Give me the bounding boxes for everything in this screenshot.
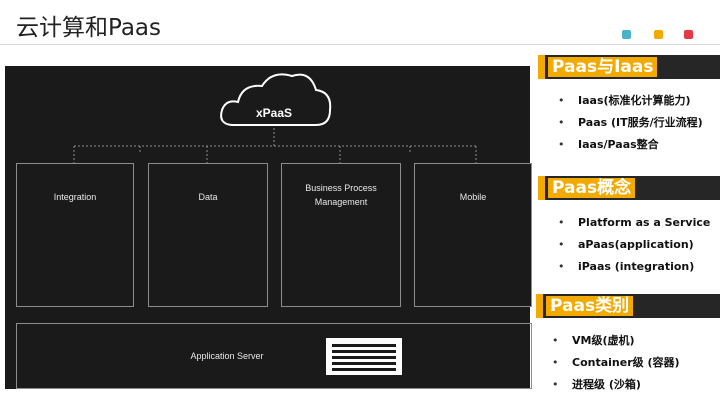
box-label: Mobile <box>459 192 487 202</box>
list-item: •iPaas (integration) <box>558 260 695 273</box>
box-label: Application Server <box>190 351 264 361</box>
teal-dot <box>622 30 631 39</box>
box-label: Data <box>198 192 218 202</box>
panel-header-paas-concept: Paas概念 <box>538 176 720 200</box>
yellow-dot <box>654 30 663 39</box>
list-item: •Platform as a Service <box>558 216 711 229</box>
list-item: •Iaas(标准化计算能力) <box>558 94 691 107</box>
box-label: Integration <box>53 192 97 202</box>
panel-header-label: Paas概念 <box>548 178 636 198</box>
list-item: •Iaas/Paas整合 <box>558 138 659 151</box>
box-label: Business Process Management <box>305 183 377 207</box>
panel-list-paas-iaas: •Iaas(标准化计算能力) •Paas (IT服务/行业流程) •Iaas/P… <box>558 90 703 156</box>
list-item: •VM级(虚机) <box>552 334 635 347</box>
panel-header-paas-types: Paas类别 <box>536 294 720 318</box>
title-divider <box>0 44 720 45</box>
slide-title: 云计算和Paas <box>16 15 162 41</box>
server-rack-icon <box>326 338 402 375</box>
box-bpm: Business Process Management <box>281 163 401 307</box>
list-item: •Container级 (容器) <box>552 356 680 369</box>
list-item: •aPaas(application) <box>558 238 694 251</box>
box-data: Data <box>148 163 268 307</box>
red-dot <box>684 30 693 39</box>
box-integration: Integration <box>16 163 134 307</box>
cloud-icon <box>220 73 332 126</box>
panel-header-label: Paas类别 <box>546 296 634 316</box>
xpaas-cloud-label: xPaaS <box>255 106 293 120</box>
panel-header-label: Paas与Iaas <box>548 57 658 77</box>
list-item: •Paas (IT服务/行业流程) <box>558 116 703 129</box>
connector-lines <box>73 128 477 163</box>
panel-list-paas-types: •VM级(虚机) •Container级 (容器) •进程级 (沙箱) <box>552 330 680 396</box>
box-mobile: Mobile <box>414 163 532 307</box>
panel-header-paas-iaas: Paas与Iaas <box>538 55 720 79</box>
list-item: •进程级 (沙箱) <box>552 378 641 391</box>
box-application-server: Application Server <box>16 323 532 389</box>
panel-list-paas-concept: •Platform as a Service •aPaas(applicatio… <box>558 212 711 278</box>
